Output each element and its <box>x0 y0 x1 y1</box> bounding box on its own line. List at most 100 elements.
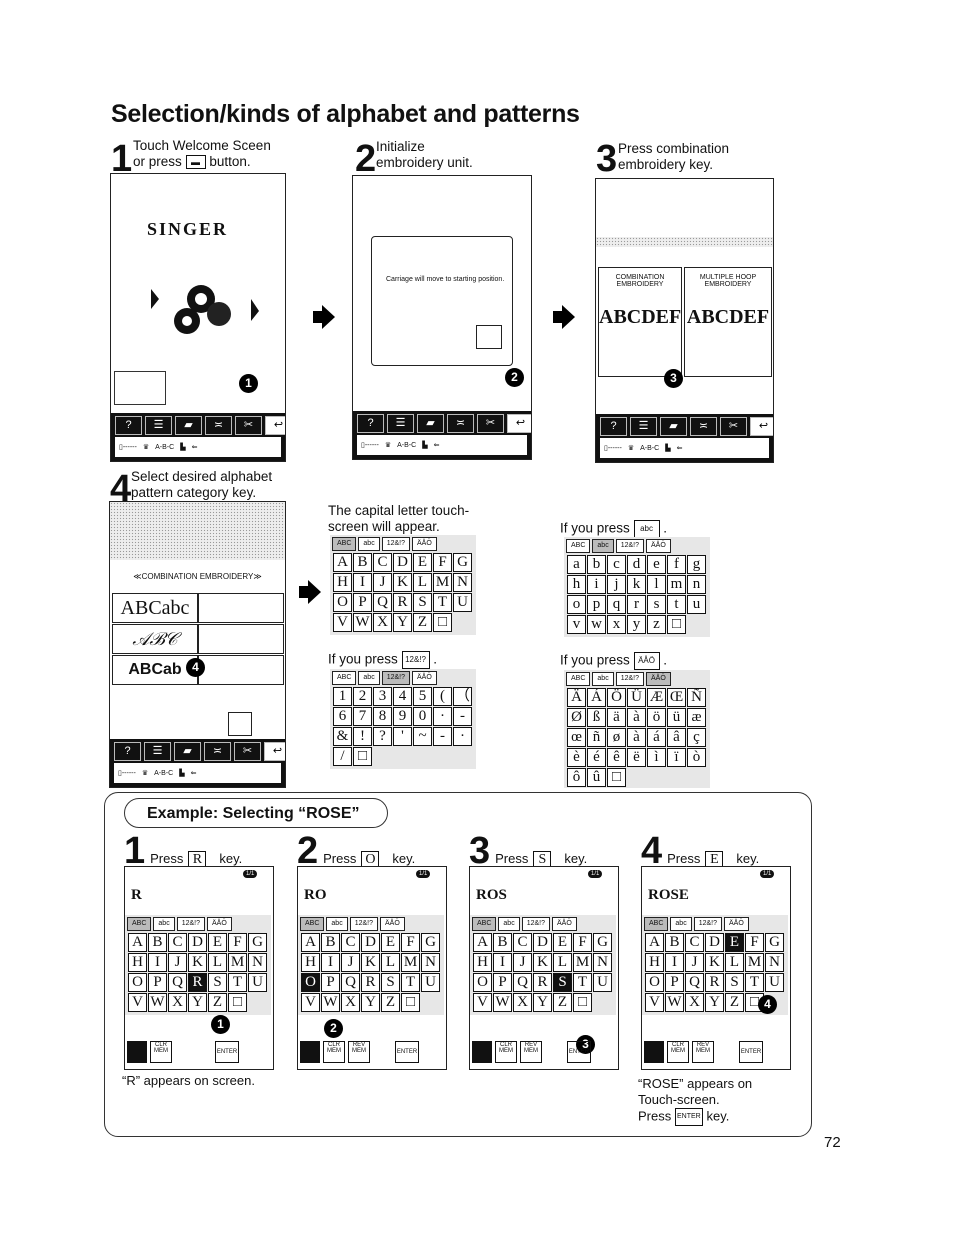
slider-icon[interactable]: ▯------ <box>604 445 622 452</box>
clr-mem-button[interactable]: CLR MEM <box>495 1041 517 1063</box>
clr-mem-button[interactable]: CLR MEM <box>323 1041 345 1063</box>
keyboard-key[interactable]: L <box>208 953 227 972</box>
keyboard-key[interactable]: N <box>765 953 784 972</box>
keyboard-key[interactable]: 5 <box>413 687 432 706</box>
keyboard-key[interactable]: l <box>647 575 666 594</box>
abc-button[interactable]: A-B-C <box>155 443 175 451</box>
keyboard-key[interactable]: R <box>533 973 552 992</box>
keyboard-key[interactable]: F <box>573 933 592 952</box>
keyboard-key[interactable]: V <box>301 993 320 1012</box>
keyboard-key[interactable]: ê <box>607 748 626 767</box>
keyboard-key[interactable]: Y <box>705 993 724 1012</box>
tab-3[interactable]: ÄÅÖ <box>207 917 232 931</box>
keyboard-key[interactable]: Y <box>393 613 412 632</box>
category-blank-button[interactable] <box>198 655 284 685</box>
keyboard-key[interactable]: û <box>587 768 606 787</box>
keyboard-key[interactable]: □ <box>667 615 686 634</box>
keyboard-key[interactable]: V <box>128 993 147 1012</box>
tab-2[interactable]: 12&!? <box>381 537 410 551</box>
tab-2[interactable]: 12&!? <box>381 671 410 685</box>
folder-icon[interactable]: ▰ <box>175 416 202 435</box>
keyboard-key[interactable]: 3 <box>373 687 392 706</box>
keyboard-key[interactable]: Z <box>413 613 432 632</box>
keyboard-key[interactable]: □ <box>228 993 247 1012</box>
return-icon[interactable]: ↩ <box>750 417 773 436</box>
keyboard-key[interactable]: M <box>401 953 420 972</box>
tab-0[interactable]: ABC <box>566 539 591 553</box>
keyboard-key[interactable]: O <box>333 593 352 612</box>
keyboard-key[interactable]: 9 <box>393 707 412 726</box>
keyboard-key[interactable]: Ü <box>627 688 646 707</box>
keyboard-key[interactable]: Æ <box>647 688 666 707</box>
keyboard-key[interactable]: C <box>341 933 360 952</box>
keyboard-key[interactable]: J <box>341 953 360 972</box>
help-button[interactable]: ? <box>357 414 384 433</box>
keyboard-key[interactable]: 0 <box>413 707 432 726</box>
keyboard-key[interactable]: Y <box>361 993 380 1012</box>
keyboard-key[interactable]: P <box>353 593 372 612</box>
slider-icon[interactable]: ▯------ <box>118 770 136 777</box>
keyboard-key[interactable]: q <box>607 595 626 614</box>
keyboard-key[interactable]: Y <box>533 993 552 1012</box>
keyboard-key[interactable]: J <box>513 953 532 972</box>
keyboard-key[interactable]: k <box>627 575 646 594</box>
flower-icon[interactable]: ♛ <box>627 445 635 452</box>
tab-1[interactable]: abc <box>358 671 380 685</box>
keyboard-key[interactable]: Œ <box>667 688 686 707</box>
keyboard-key[interactable]: 1 <box>333 687 352 706</box>
keyboard-key[interactable]: 4 <box>393 687 412 706</box>
keyboard-key[interactable]: O <box>128 973 147 992</box>
keyboard-key[interactable]: T <box>433 593 452 612</box>
keyboard-key[interactable]: t <box>667 595 686 614</box>
keyboard-key[interactable]: i <box>587 575 606 594</box>
ok-button[interactable] <box>476 325 502 349</box>
keyboard-key[interactable]: B <box>321 933 340 952</box>
keyboard-key[interactable]: c <box>607 555 626 574</box>
keyboard-key[interactable]: · <box>453 727 472 746</box>
keyboard-key[interactable]: J <box>168 953 187 972</box>
keyboard-key[interactable]: 8 <box>373 707 392 726</box>
clr-mem-button[interactable]: CLR MEM <box>150 1041 172 1063</box>
keyboard-key[interactable]: & <box>333 727 352 746</box>
keyboard-key[interactable]: Ä <box>567 688 586 707</box>
keyboard-key[interactable]: à <box>627 708 646 727</box>
tab-3[interactable]: ÄÅÖ <box>646 539 671 553</box>
category-outline-button[interactable]: ABCab <box>112 655 198 685</box>
folder-icon[interactable] <box>228 712 252 736</box>
enter-button[interactable]: ENTER <box>739 1041 763 1063</box>
tab-0[interactable]: ABC <box>300 917 325 931</box>
tab-1[interactable]: abc <box>670 917 692 931</box>
keyboard-key[interactable]: W <box>321 993 340 1012</box>
abc-button[interactable]: A-B-C <box>640 444 660 452</box>
keyboard-key[interactable]: H <box>333 573 352 592</box>
keyboard-key[interactable]: S <box>413 593 432 612</box>
back-icon[interactable]: ⇐ <box>676 445 683 452</box>
keyboard-key[interactable]: 7 <box>353 707 372 726</box>
keyboard-key[interactable]: ç <box>687 728 706 747</box>
keyboard-key[interactable]: K <box>705 953 724 972</box>
keyboard-key[interactable]: L <box>381 953 400 972</box>
folder-icon[interactable]: ▰ <box>417 414 444 433</box>
keyboard-key[interactable]: ì <box>647 748 666 767</box>
keyboard-key[interactable]: W <box>665 993 684 1012</box>
keyboard-key[interactable]: B <box>493 933 512 952</box>
keyboard-key[interactable]: ( <box>433 687 452 706</box>
slider-icon[interactable]: ▯------ <box>361 442 379 449</box>
keyboard-key[interactable]: V <box>473 993 492 1012</box>
keyboard-key[interactable]: R <box>393 593 412 612</box>
keyboard-key[interactable]: Y <box>188 993 207 1012</box>
keyboard-key[interactable]: â <box>667 728 686 747</box>
keyboard-key[interactable]: y <box>627 615 646 634</box>
flower-icon[interactable]: ♛ <box>141 770 149 777</box>
keyboard-key[interactable]: E <box>208 933 227 952</box>
keyboard-key[interactable]: □ <box>607 768 626 787</box>
keyboard-key[interactable]: e <box>647 555 666 574</box>
combo-icon[interactable]: ▙ <box>665 445 671 452</box>
stitch-icon[interactable]: ≍ <box>447 414 474 433</box>
keyboard-key[interactable]: M <box>573 953 592 972</box>
tab-0[interactable]: ABC <box>472 917 497 931</box>
keyboard-key[interactable]: M <box>228 953 247 972</box>
flower-icon[interactable]: ♛ <box>384 442 392 449</box>
memory-icon[interactable] <box>644 1041 664 1063</box>
keyboard-key[interactable]: à <box>627 728 646 747</box>
